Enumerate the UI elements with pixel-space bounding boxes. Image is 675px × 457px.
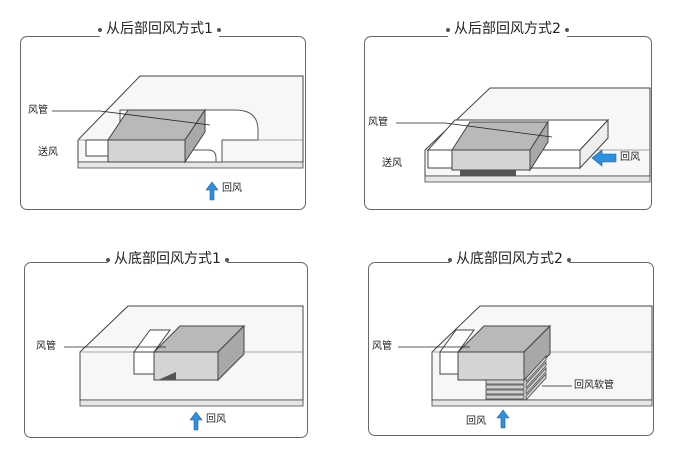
unit-side <box>184 108 206 164</box>
panel-title: 从后部回风方式1 <box>98 20 221 38</box>
hose-corrugations <box>485 354 547 402</box>
bottom-return-1-diagram <box>64 305 304 431</box>
duct-label: 风管 <box>36 341 56 352</box>
duct-label: 风管 <box>28 105 48 116</box>
supply-label: 送风 <box>38 147 58 158</box>
hose-label: 回风软管 <box>574 380 614 391</box>
bottom-return-2-diagram <box>398 305 653 429</box>
panel-bottom-return-2: 从底部回风方式2 风管 回风软管 回风 <box>340 228 675 457</box>
duct-label: 风管 <box>368 117 388 128</box>
return-label: 回风 <box>206 414 226 425</box>
return-arrow <box>591 149 617 167</box>
unit-front <box>107 139 186 163</box>
return-arrow <box>189 411 203 431</box>
panel-rear-return-2: 从后部回风方式2 风管 送风 回风 <box>340 0 675 228</box>
return-label: 回风 <box>466 416 486 427</box>
return-arrow <box>496 409 510 429</box>
supply-label: 送风 <box>382 158 402 169</box>
panel-rear-return-1: 从后部回风方式1 风管 送风 回风 <box>0 0 340 228</box>
return-label: 回风 <box>620 152 640 163</box>
return-label: 回风 <box>222 183 242 194</box>
panel-title: 从后部回风方式2 <box>446 20 569 38</box>
panel-title: 从底部回风方式2 <box>448 250 571 268</box>
panel-bottom-return-1: 从底部回风方式1 风管 回风 <box>0 228 340 457</box>
rear-return-2-diagram <box>396 87 651 183</box>
rear-return-1-diagram <box>52 75 304 201</box>
panel-title: 从底部回风方式1 <box>106 250 229 268</box>
return-arrow <box>205 181 219 201</box>
duct-label: 风管 <box>372 341 392 352</box>
